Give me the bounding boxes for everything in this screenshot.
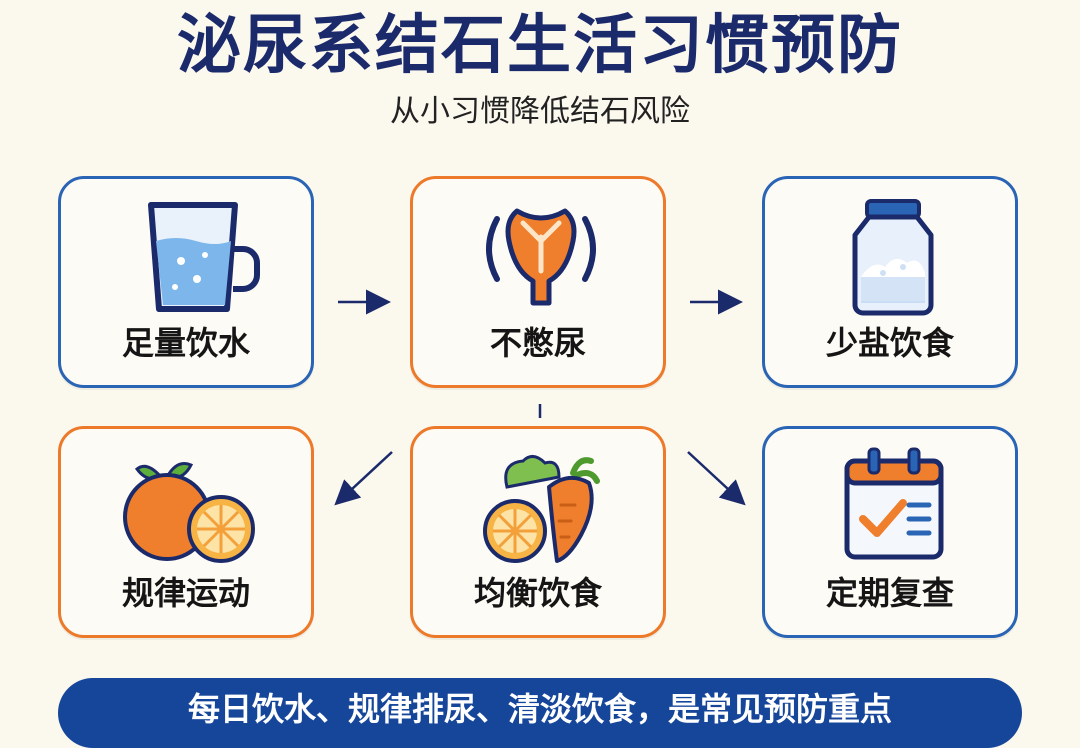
arrow-down-right [687, 451, 746, 506]
page-title: 泌尿系结石生活习惯预防 [177, 9, 903, 83]
card-no-holding-urine: 不憋尿 [410, 176, 666, 388]
salt-jar-icon [852, 199, 934, 316]
vegetables-icon [483, 455, 600, 563]
page-subtitle: 从小习惯降低结石风险 [390, 94, 690, 129]
summary-banner: 每日饮水、规律排尿、清淡饮食，是常见预防重点 [58, 678, 1022, 748]
card-label: 规律运动 [121, 574, 250, 612]
card-label: 足量饮水 [121, 324, 250, 362]
card-label: 少盐饮食 [825, 324, 954, 362]
water-glass-icon [148, 202, 260, 312]
bladder-icon [486, 208, 596, 306]
card-label: 定期复查 [825, 574, 954, 612]
calendar-check-icon [844, 447, 944, 560]
card-regular-exercise: 规律运动 [58, 426, 314, 638]
card-low-salt: 少盐饮食 [762, 176, 1018, 388]
card-balanced-diet: 均衡饮食 [410, 426, 666, 638]
card-drink-water: 足量饮水 [58, 176, 314, 388]
orange-fruit-icon [123, 462, 255, 563]
arrow-down-left [334, 451, 393, 506]
card-label: 均衡饮食 [473, 574, 602, 612]
card-regular-checkup: 定期复查 [762, 426, 1018, 638]
card-label: 不憋尿 [489, 324, 586, 362]
